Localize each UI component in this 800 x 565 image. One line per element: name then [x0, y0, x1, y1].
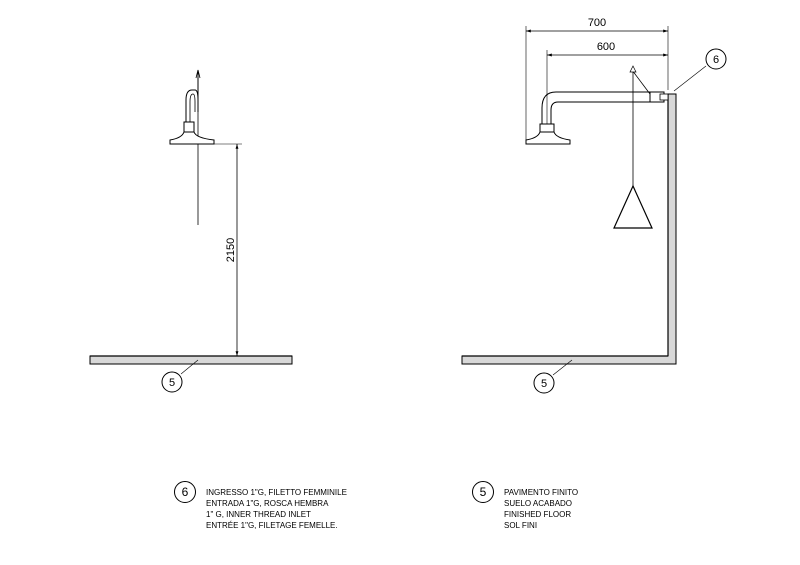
horizontal-arm [541, 91, 669, 124]
shower-head [169, 121, 215, 145]
front-view: 2150 5 [89, 69, 293, 393]
inner-width-dimension: 600 [546, 41, 668, 124]
legend-floor-line: SUELO ACABADO [504, 499, 573, 508]
legend-inlet-line: 1" G, INNER THREAD INLET [206, 510, 311, 519]
side-shower-head [525, 123, 571, 145]
legend-inlet-line: ENTRADA 1"G, ROSCA HEMBRA [206, 499, 329, 508]
floor-left [89, 355, 293, 365]
outer-width-label: 700 [588, 17, 606, 29]
floor-callout-left: 5 [161, 359, 199, 393]
legend-inlet-number: 6 [174, 481, 196, 503]
floor-callout-right-number: 5 [541, 378, 547, 390]
inlet-callout: 6 [673, 48, 727, 92]
outer-width-dimension: 700 [525, 17, 669, 140]
floor-callout-right: 5 [533, 359, 573, 394]
legend-floor-text: PAVIMENTO FINITO SUELO ACABADO FINISHED … [504, 487, 578, 531]
legend-floor-line: SOL FINI [504, 521, 538, 530]
height-dimension-label: 2150 [225, 238, 237, 262]
legend-inlet-line: ENTRÉE 1"G, FILETAGE FEMELLE. [206, 521, 338, 530]
legend-floor-line: FINISHED FLOOR [504, 510, 572, 519]
legend-inlet-line: INGRESSO 1"G, FILETTO FEMMINILE [206, 488, 347, 497]
pull-handle [613, 72, 653, 229]
height-dimension: 2150 [214, 143, 242, 356]
supply-pipe [185, 69, 201, 122]
floor-callout-left-number: 5 [169, 377, 175, 389]
inlet-callout-number: 6 [713, 54, 719, 66]
legend-inlet-text: INGRESSO 1"G, FILETTO FEMMINILE ENTRADA … [206, 487, 347, 531]
wall-and-floor [461, 93, 677, 365]
legend-floor-number: 5 [472, 481, 494, 503]
side-view: 700 600 6 5 [461, 17, 727, 394]
legend-floor-line: PAVIMENTO FINITO [504, 488, 579, 497]
inner-width-label: 600 [597, 41, 615, 53]
